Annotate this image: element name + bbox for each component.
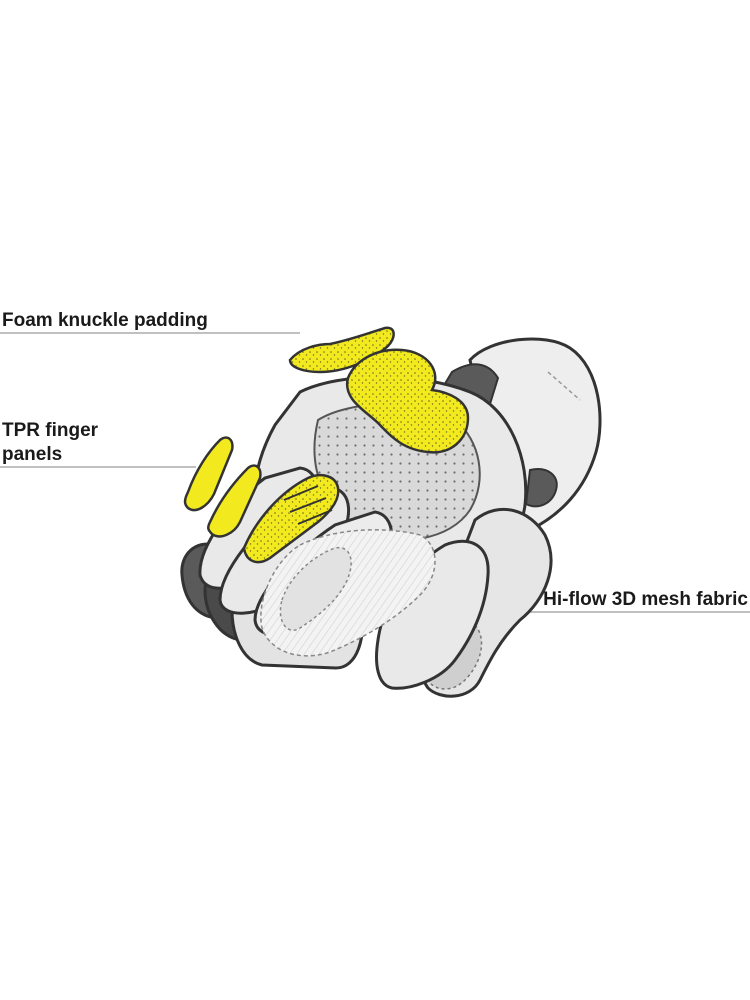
callout-tpr-line1: TPR finger [2,420,99,441]
callout-foam-text: Foam knuckle padding [2,310,208,331]
callout-hi-flow-mesh-fabric: Hi-flow 3D mesh fabric [543,588,748,612]
callout-tpr-line2: panels [2,444,63,465]
mesh-inner-panel [279,546,352,631]
callout-mesh-text: Hi-flow 3D mesh fabric [543,589,748,610]
callout-tpr-finger-panels: TPR finger panels [2,419,98,467]
foam-knuckle-padding [288,326,470,454]
tpr-finger-panels [183,436,340,564]
callout-foam-knuckle-padding: Foam knuckle padding [2,309,208,333]
